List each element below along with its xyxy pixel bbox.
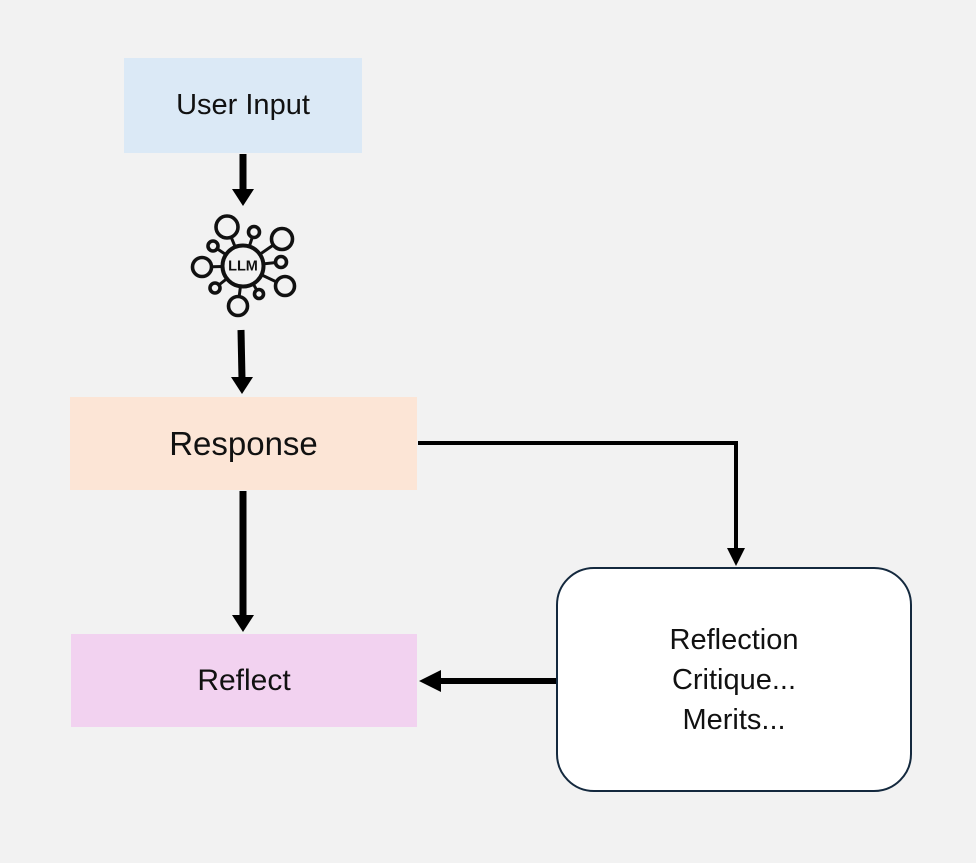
node-response: Response — [70, 397, 417, 490]
llm-icon-label: LLM — [228, 259, 258, 275]
llm-icon: LLM — [190, 214, 297, 318]
node-reflection-line-1: Reflection — [669, 623, 799, 656]
node-user-input-label: User Input — [176, 89, 310, 121]
node-reflection-line-3: Merits... — [682, 703, 786, 736]
arrow-user-input-to-llm — [232, 154, 254, 206]
node-reflection-line-2: Critique... — [671, 663, 797, 696]
node-reflection: Reflection Critique... Merits... — [556, 567, 912, 792]
arrow-reflection-to-reflect — [419, 670, 556, 692]
llm-icon-nodes — [190, 214, 297, 318]
arrow-llm-to-response — [231, 329, 253, 394]
node-reflect-label: Reflect — [197, 663, 291, 697]
llm-icon-center-circle — [220, 243, 266, 289]
connector-response-to-reflection — [418, 441, 745, 566]
node-user-input: User Input — [124, 58, 362, 153]
node-response-label: Response — [169, 424, 318, 462]
node-reflect: Reflect — [71, 634, 417, 727]
arrow-response-to-reflect — [232, 491, 254, 632]
